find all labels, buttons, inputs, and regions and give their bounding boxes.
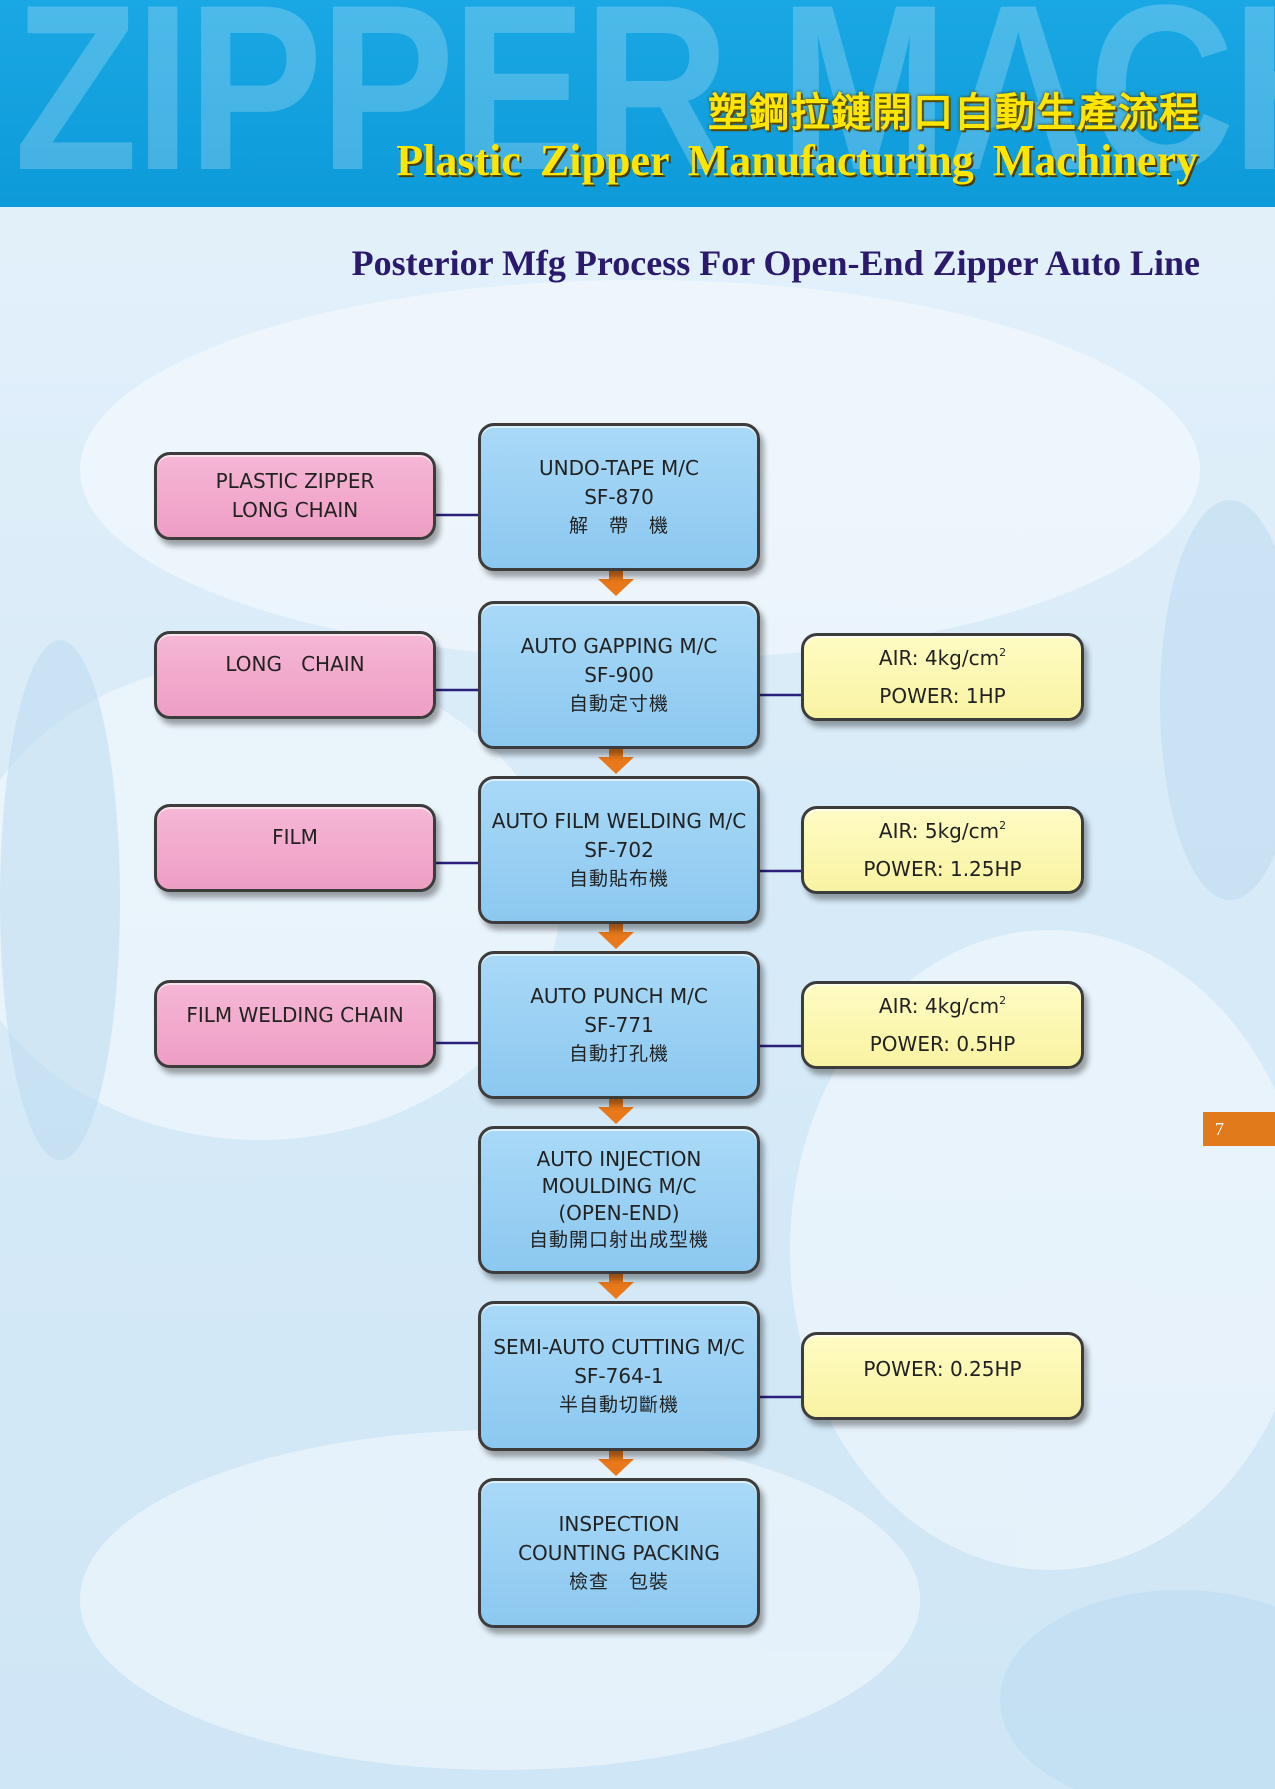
input-label: FILM xyxy=(272,824,318,849)
step-name-cn: 半自動切斷機 xyxy=(558,1393,679,1416)
process-step-auto-gapping: AUTO GAPPING M/C SF-900 自動定寸機 xyxy=(478,601,760,749)
spec-power: POWER: 0.25HP xyxy=(863,1357,1022,1381)
step-name-line2: COUNTING PACKING xyxy=(518,1540,720,1565)
spec-auto-punch: AIR: 4kg/cm2 POWER: 0.5HP xyxy=(801,981,1084,1069)
step-name: UNDO-TAPE M/C xyxy=(538,455,700,480)
step-name-cn: 解 帶 機 xyxy=(568,514,669,537)
process-step-undo-tape: UNDO-TAPE M/C SF-870 解 帶 機 xyxy=(478,423,760,571)
spec-semi-auto-cutting: POWER: 0.25HP xyxy=(801,1332,1084,1420)
process-step-auto-punch: AUTO PUNCH M/C SF-771 自動打孔機 xyxy=(478,951,760,1099)
title-chinese: 塑鋼拉鏈開口自動生產流程 xyxy=(708,89,1200,136)
spec-auto-film-welding: AIR: 5kg/cm2 POWER: 1.25HP xyxy=(801,806,1084,894)
step-name: AUTO INJECTION xyxy=(536,1147,702,1171)
step-name-cn: 自動開口射出成型機 xyxy=(528,1229,709,1251)
step-name-line3: (OPEN-END) xyxy=(558,1201,680,1225)
step-model: SF-764-1 xyxy=(574,1363,664,1388)
process-step-semi-auto-cutting: SEMI-AUTO CUTTING M/C SF-764-1 半自動切斷機 xyxy=(478,1301,760,1451)
step-name: AUTO GAPPING M/C xyxy=(520,633,718,658)
flow-arrow-4 xyxy=(598,1089,634,1124)
input-label: FILM WELDING CHAIN xyxy=(186,1002,404,1027)
step-name-cn: 檢查 包裝 xyxy=(568,1570,669,1593)
flow-arrow-6 xyxy=(598,1441,634,1476)
input-long-chain: LONG CHAIN xyxy=(154,631,436,719)
step-name-cn: 自動打孔機 xyxy=(568,1042,669,1065)
flow-arrow-1 xyxy=(598,561,634,596)
step-name: AUTO PUNCH M/C xyxy=(530,983,708,1008)
spec-air: AIR: 4kg/cm2 xyxy=(878,646,1007,670)
page-number-tab: 7 xyxy=(1203,1112,1275,1146)
step-name: AUTO FILM WELDING M/C xyxy=(491,808,747,833)
flow-arrow-3 xyxy=(598,914,634,949)
spec-air: AIR: 5kg/cm2 xyxy=(878,819,1007,843)
spec-air: AIR: 4kg/cm2 xyxy=(878,994,1007,1018)
input-film: FILM xyxy=(154,804,436,892)
flow-arrow-2 xyxy=(598,739,634,774)
process-step-inspection-packing: INSPECTION COUNTING PACKING 檢查 包裝 xyxy=(478,1478,760,1628)
spec-power: POWER: 0.5HP xyxy=(869,1032,1016,1056)
header-banner: ZIPPER MACHINE 塑鋼拉鏈開口自動生產流程 Plastic Zipp… xyxy=(0,0,1275,207)
process-subtitle: Posterior Mfg Process For Open-End Zippe… xyxy=(351,243,1200,283)
step-model: SF-702 xyxy=(584,837,654,862)
step-model: SF-900 xyxy=(584,662,654,687)
flow-arrow-5 xyxy=(598,1264,634,1299)
input-label: LONG CHAIN xyxy=(225,651,365,676)
header-watermark: ZIPPER MACHINE xyxy=(14,0,1275,207)
title-english: Plastic Zipper Manufacturing Machinery xyxy=(396,136,1198,185)
step-model: SF-870 xyxy=(584,484,654,509)
spec-power: POWER: 1HP xyxy=(879,684,1006,708)
input-label: PLASTIC ZIPPER xyxy=(215,469,375,493)
process-step-auto-injection-moulding: AUTO INJECTION MOULDING M/C (OPEN-END) 自… xyxy=(478,1126,760,1274)
input-label-line2: LONG CHAIN xyxy=(231,498,359,522)
process-step-auto-film-welding: AUTO FILM WELDING M/C SF-702 自動貼布機 xyxy=(478,776,760,924)
step-name-cn: 自動貼布機 xyxy=(568,867,669,890)
spec-power: POWER: 1.25HP xyxy=(863,857,1022,881)
spec-auto-gapping: AIR: 4kg/cm2 POWER: 1HP xyxy=(801,633,1084,721)
step-model: SF-771 xyxy=(584,1012,654,1037)
input-plastic-zipper-long-chain: PLASTIC ZIPPER LONG CHAIN xyxy=(154,452,436,540)
flow-arrows xyxy=(598,561,634,1476)
step-name: SEMI-AUTO CUTTING M/C xyxy=(493,1334,745,1359)
input-film-welding-chain: FILM WELDING CHAIN xyxy=(154,980,436,1068)
step-name-line2: MOULDING M/C xyxy=(541,1174,697,1198)
step-name-cn: 自動定寸機 xyxy=(568,692,669,715)
step-name: INSPECTION xyxy=(558,1511,680,1536)
